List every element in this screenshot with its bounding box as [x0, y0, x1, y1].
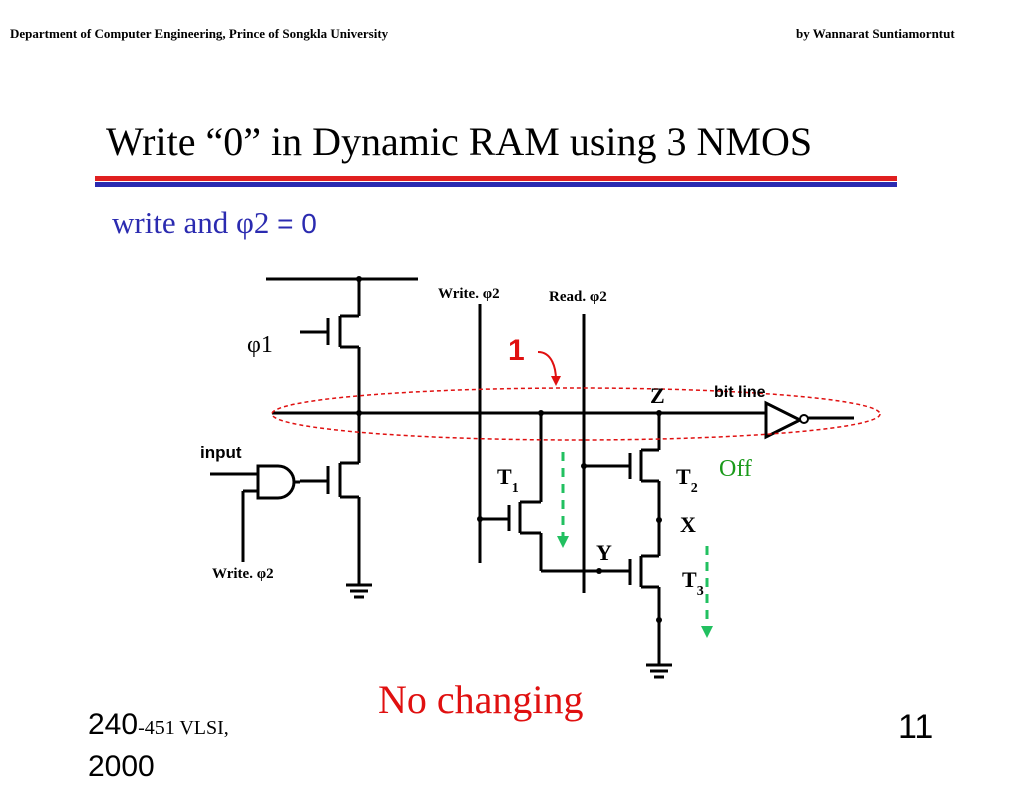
- dram-circuit-diagram: φ1 input Write. φ2 Write. φ2 Read. φ2 1 …: [200, 276, 881, 679]
- subtitle-value: = 0: [269, 208, 317, 239]
- inverter: [764, 400, 804, 440]
- write-phi2-line-label: Write. φ2: [438, 286, 500, 302]
- footer-year: 2000: [88, 750, 155, 783]
- subtitle-condition: write and φ2: [112, 205, 270, 240]
- slide-title: Write “0” in Dynamic RAM using 3 NMOS: [106, 119, 813, 164]
- t2-label: T2: [676, 464, 698, 496]
- footer-course-code: 240: [88, 708, 139, 741]
- off-label: Off: [719, 456, 752, 482]
- result-text: No changing: [378, 677, 584, 722]
- inverter-bubble: [799, 414, 809, 424]
- signal-one-label: 1: [508, 334, 525, 367]
- slide-subtitle: write and φ2 = 0: [112, 205, 317, 241]
- bit-line-label: bit line: [714, 384, 766, 401]
- and-gate: [256, 464, 296, 500]
- header-department: Department of Computer Engineering, Prin…: [10, 26, 389, 41]
- bit-line-highlight: [271, 387, 881, 441]
- page-number: 11: [898, 708, 934, 746]
- title-rule-red: [95, 176, 897, 181]
- header-author: by Wannarat Suntiamorntut: [796, 26, 955, 41]
- footer-course-suffix: -451 VLSI,: [138, 717, 229, 739]
- signal-arrow: [537, 351, 557, 381]
- t3-label: T3: [682, 567, 704, 599]
- input-label: input: [200, 443, 242, 462]
- node-x-label: X: [680, 512, 696, 537]
- node-y-label: Y: [596, 540, 612, 565]
- phi1-label: φ1: [247, 332, 273, 358]
- title-rule-blue: [95, 182, 897, 187]
- read-phi2-line-label: Read. φ2: [549, 289, 607, 305]
- write-phi2-gate-label: Write. φ2: [212, 566, 274, 582]
- footer-course: 240-451 VLSI, 2000: [88, 704, 229, 788]
- t1-label: T1: [497, 464, 519, 496]
- node-z-label: Z: [650, 383, 665, 408]
